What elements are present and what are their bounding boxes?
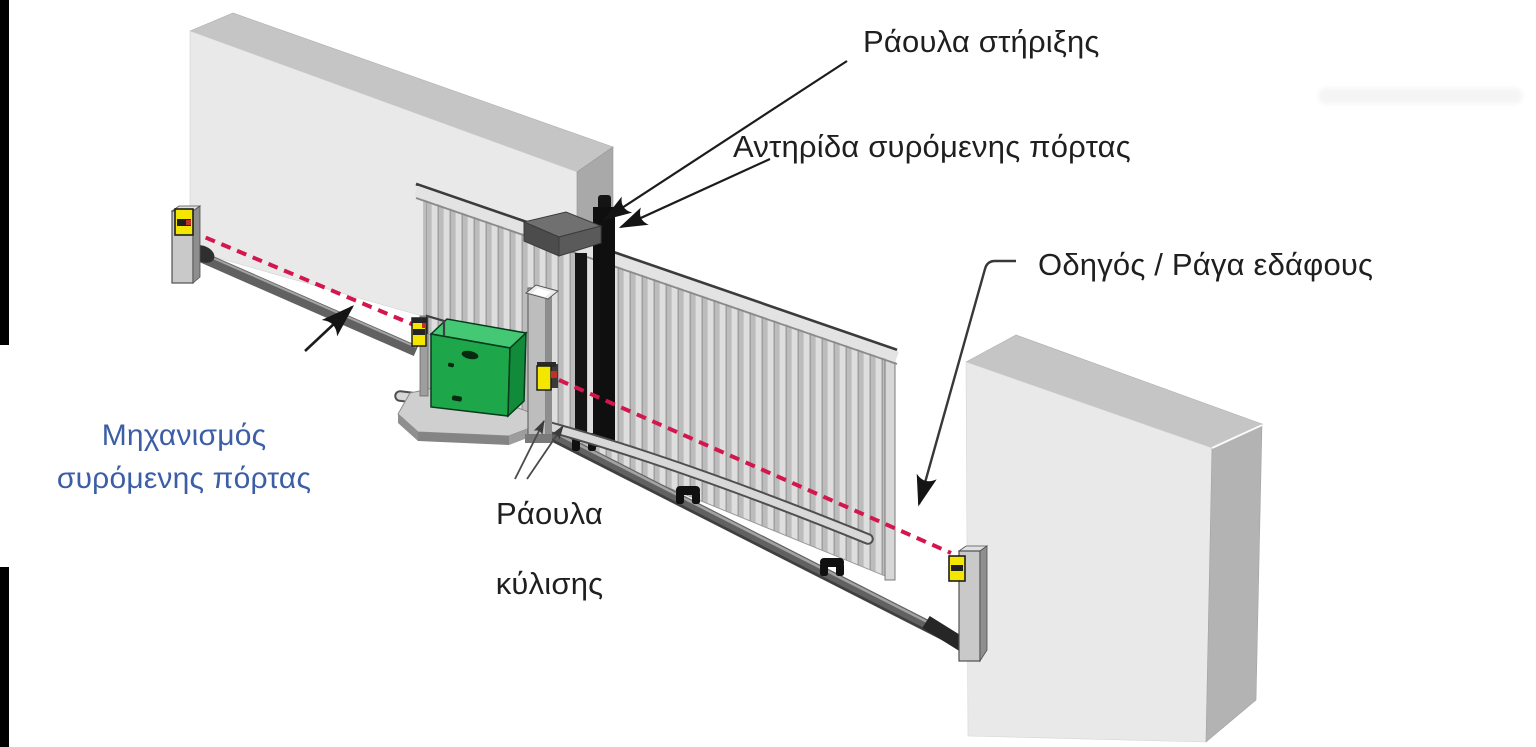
label-gate-strut: Αντηρίδα συρόμενης πόρτας (733, 129, 1131, 164)
photocell-right (948, 555, 966, 582)
left-edge-bar-bottom (0, 567, 9, 747)
label-support-rollers: Ράουλα στήριξης (863, 24, 1100, 59)
label-rolling-rollers-line1: Ράουλα (496, 496, 603, 531)
watermark-smudge (1318, 88, 1523, 104)
label-rolling-rollers-line2: κύλισης (495, 566, 604, 601)
photocell-middle-left (411, 314, 446, 397)
label-mechanism-line1: Μηχανισμός (101, 419, 267, 452)
gate-strut-arrow (618, 157, 771, 229)
label-ground-guide: Οδηγός / Ράγα εδάφους (1038, 247, 1374, 282)
annotations (304, 60, 1016, 507)
photocell-middle-right (536, 362, 558, 391)
gate-top-rail (414, 182, 899, 365)
photocell-beam (189, 229, 952, 555)
beam-arrow (304, 305, 355, 352)
photocell-left (174, 208, 194, 236)
ground-rail (535, 422, 967, 651)
right-wall (965, 334, 1263, 743)
rollers-leader-line-2 (526, 425, 564, 480)
gate-motor-unit (429, 318, 528, 418)
label-mechanism: Μηχανισμός συρόμενης πόρτας (38, 414, 330, 500)
ground-guide-arrow (916, 259, 1016, 507)
photocell-post-left (170, 205, 202, 284)
rollers-leader-line-1 (514, 419, 545, 480)
support-rollers-arrow (603, 60, 848, 221)
gate-right-edge (884, 348, 896, 581)
photocell-post-right (948, 545, 989, 663)
top-support-bracket (522, 211, 603, 257)
label-mechanism-line2: συρόμενης πόρτας (56, 462, 312, 495)
label-rolling-rollers: Ράουλα κύλισης (472, 479, 627, 619)
left-edge-bar-top (0, 0, 9, 345)
